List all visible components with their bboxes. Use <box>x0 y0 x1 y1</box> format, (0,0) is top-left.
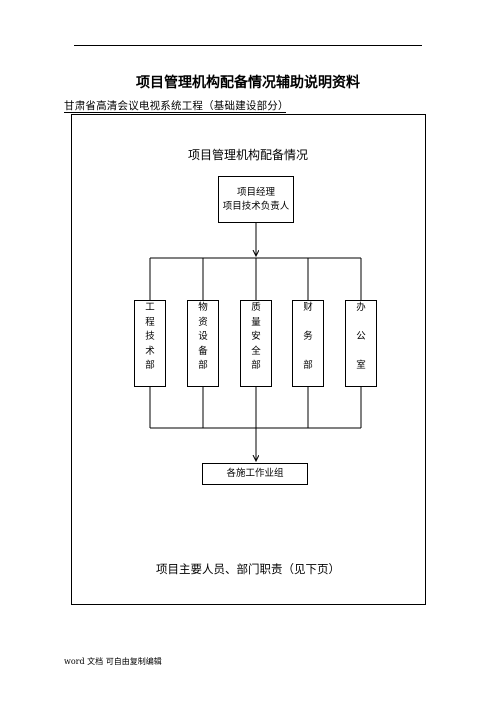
dept-box-office: 办 公 室 <box>345 300 377 387</box>
dept-char: 部 <box>303 360 313 371</box>
dept-char: 公 <box>356 331 366 342</box>
dept-char: 部 <box>198 360 208 371</box>
dept-box-materials: 物 资 设 备 部 <box>187 300 219 387</box>
project-manager-label: 项目经理 <box>236 187 275 198</box>
header-rule <box>74 45 422 46</box>
dept-char: 量 <box>251 316 261 328</box>
dept-char <box>293 345 323 360</box>
project-subtitle: 甘肃省高清会议电视系统工程（基础建设部分） <box>64 100 289 112</box>
dept-char <box>293 316 323 331</box>
work-groups-box: 各施工作业组 <box>202 463 308 485</box>
dept-char: 室 <box>356 360 366 371</box>
dept-char: 技 <box>145 331 155 342</box>
dept-char: 部 <box>145 360 155 371</box>
dept-box-engineering: 工 程 技 术 部 <box>134 300 166 387</box>
dept-char: 工 <box>145 302 155 313</box>
dept-char: 部 <box>251 360 261 371</box>
org-chart-title: 项目管理机构配备情况 <box>187 148 308 162</box>
dept-char: 资 <box>198 316 208 328</box>
document-title: 项目管理机构配备情况辅助说明资料 <box>136 75 360 91</box>
dept-char: 办 <box>356 302 366 313</box>
technical-lead-label: 项目技术负责人 <box>222 201 290 212</box>
dept-char: 设 <box>198 331 208 342</box>
dept-char: 全 <box>251 345 261 357</box>
dept-box-quality-safety: 质 量 安 全 部 <box>240 300 272 387</box>
dept-char <box>346 345 376 360</box>
dept-char: 物 <box>198 302 208 313</box>
dept-char: 术 <box>145 345 155 357</box>
dept-char: 安 <box>251 331 261 342</box>
dept-box-finance: 财 务 部 <box>292 300 324 387</box>
dept-char: 备 <box>198 345 208 357</box>
dept-char <box>346 316 376 331</box>
content-frame <box>71 114 426 605</box>
dept-char: 务 <box>303 331 313 342</box>
dept-char: 财 <box>303 302 313 313</box>
project-manager-box: 项目经理 项目技术负责人 <box>218 176 294 223</box>
dept-char: 程 <box>145 316 155 328</box>
dept-char: 质 <box>251 302 261 313</box>
responsibilities-note: 项目主要人员、部门职责（见下页） <box>156 562 340 576</box>
subtitle-underline <box>64 112 286 113</box>
page-footer: word 文档 可自由复制编辑 <box>64 657 162 666</box>
